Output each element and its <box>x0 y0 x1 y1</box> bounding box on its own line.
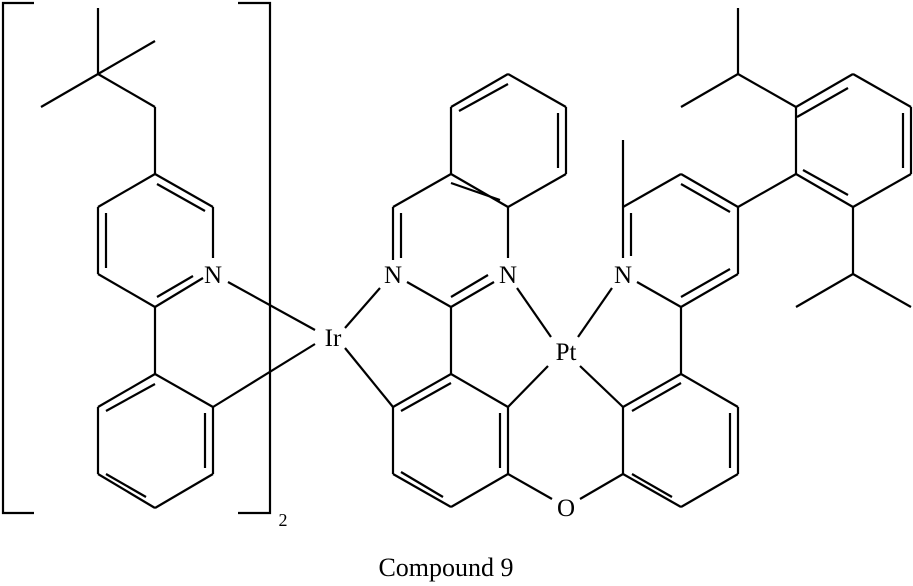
diisopropylphenyl-ring <box>737 73 913 208</box>
quinazoline-benzo-ring <box>449 73 568 208</box>
isopropyl-bottom <box>795 207 912 308</box>
left-pyridine-ring <box>96 173 215 308</box>
oxygen-label: O <box>557 495 575 522</box>
bracket-subscript: 2 <box>279 510 288 530</box>
isopropyl-top <box>680 8 797 108</box>
nitrogen-label-quinazoline-3: N <box>499 262 517 289</box>
nitrogen-label-right-pyridine: N <box>614 262 632 289</box>
compound-caption: Compound 9 <box>378 553 513 582</box>
iridium-label: Ir <box>325 325 342 352</box>
right-phenyl-ring <box>621 307 740 508</box>
left-bracket <box>1 1 34 515</box>
quinazoline-pyrimidine-ring <box>391 173 510 308</box>
nitrogen-label-quinazoline-1: N <box>384 262 402 289</box>
right-pyridine-ring <box>621 140 740 308</box>
ether-bridge <box>507 473 624 500</box>
ir-coordination-bonds-right <box>344 287 394 408</box>
nitrogen-label-left-pyridine: N <box>204 262 222 289</box>
platinum-label: Pt <box>556 339 577 366</box>
central-phenyl-ring <box>391 307 510 508</box>
ir-coordination-bonds-left <box>212 281 316 408</box>
right-bracket <box>238 1 272 515</box>
tert-butyl-group <box>40 8 157 174</box>
left-phenyl-ring <box>96 307 215 509</box>
pt-coordination-bonds <box>507 287 624 408</box>
